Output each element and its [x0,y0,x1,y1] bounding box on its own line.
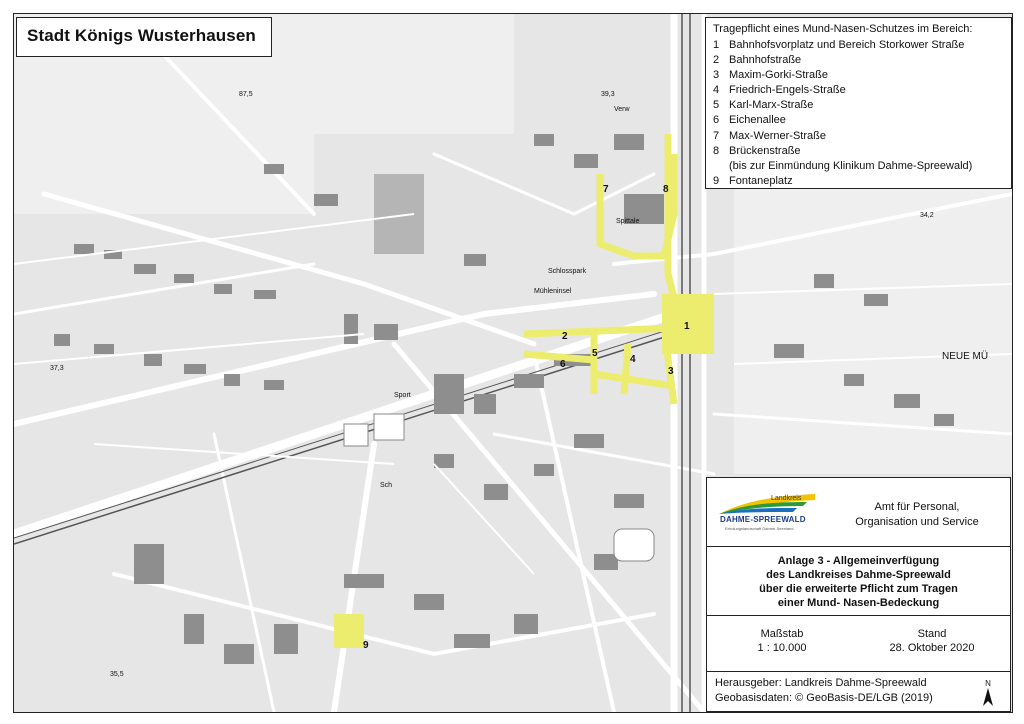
legend-box: Tragepflicht eines Mund-Nasen-Schutzes i… [705,17,1012,189]
map-title: Stadt Königs Wusterhausen [27,26,256,45]
zone-9-area [334,614,364,648]
map-label-schlosspark: Schlosspark [548,268,587,275]
title-box: Stadt Königs Wusterhausen [16,17,272,57]
map-label-spitale: Spittale [616,218,640,225]
zone-3b-street [593,370,675,390]
zone-marker-2: 2 [562,331,568,342]
zone-4-street [620,343,632,395]
zone-marker-5: 5 [592,348,598,359]
scale-value: 1 : 10.000 [757,642,807,654]
map-frame: 7 8 1 2 5 6 4 3 9 NEUE MÜ Schlosspark Mü… [13,13,1013,713]
logo-section: Landkreis DAHME-SPREEWALD Erholungslands… [707,478,1010,547]
zone-marker-1: 1 [684,321,690,332]
map-label-elev-4: 35,5 [110,671,124,678]
zone-marker-3: 3 [668,366,674,377]
logo-small-text: Landkreis [771,495,802,502]
publisher-text: Herausgeber: Landkreis Dahme-Spreewald G… [715,677,933,704]
legend-heading: Tragepflicht eines Mund-Nasen-Schutzes i… [713,23,973,35]
zone-1-area [662,294,714,354]
publisher-section: Herausgeber: Landkreis Dahme-Spreewald G… [707,671,1010,711]
map-label-elev-2: 39,3 [601,91,615,98]
zone-6-street [523,350,595,364]
zone-marker-6: 6 [560,359,566,370]
north-label: N [985,679,991,688]
north-arrow-icon: N [981,679,995,707]
logo-tagline: Erholungslandschaft Dahme-Seenland [725,526,794,531]
zone-marker-9: 9 [363,640,369,651]
zone-marker-4: 4 [630,354,636,365]
map-label-muehleninsel: Mühleninsel [534,288,572,295]
mask-areas [334,294,714,648]
sport-fields [343,413,655,562]
date-label: Stand [917,628,947,640]
map-label-elev-5: 37,3 [50,365,64,372]
zone-2-street [523,324,675,338]
logo-swoosh-icon [719,494,815,514]
zone-7-street [596,154,678,260]
date-value: 28. Oktober 2020 [889,642,975,654]
info-block: Landkreis DAHME-SPREEWALD Erholungslands… [706,477,1011,712]
map-label-neue-muehle: NEUE MÜ [942,351,989,362]
map-label-elev-1: 87,5 [239,91,253,98]
legend-item-sublabel: (bis zur Einmündung Klinikum Dahme-Spree… [729,159,973,172]
scale-date-section: Maßstab 1 : 10.000 Stand 28. Oktober 202… [707,615,1010,672]
map-label-verw: Verw [614,106,630,113]
map-label-sch: Sch [380,482,393,489]
north-arrow-shape [983,688,993,706]
scale-info: Maßstab 1 : 10.000 [707,627,857,655]
map-label-sport: Sport [394,392,411,399]
logo-name: DAHME-SPREEWALD [720,515,806,524]
district-logo: Landkreis DAHME-SPREEWALD Erholungslands… [717,490,817,538]
hatched-area [374,174,424,254]
zone-marker-7: 7 [603,184,609,195]
annex-section: Anlage 3 - Allgemeinverfügung des Landkr… [707,546,1010,616]
zone-marker-8: 8 [663,184,669,195]
scale-label: Maßstab [760,628,804,640]
office-name: Amt für Personal, Organisation und Servi… [855,501,979,528]
date-info: Stand 28. Oktober 2020 [857,627,1007,655]
map-label-elev-3: 34,2 [920,212,934,219]
annex-title: Anlage 3 - Allgemeinverfügung des Landkr… [759,555,958,609]
